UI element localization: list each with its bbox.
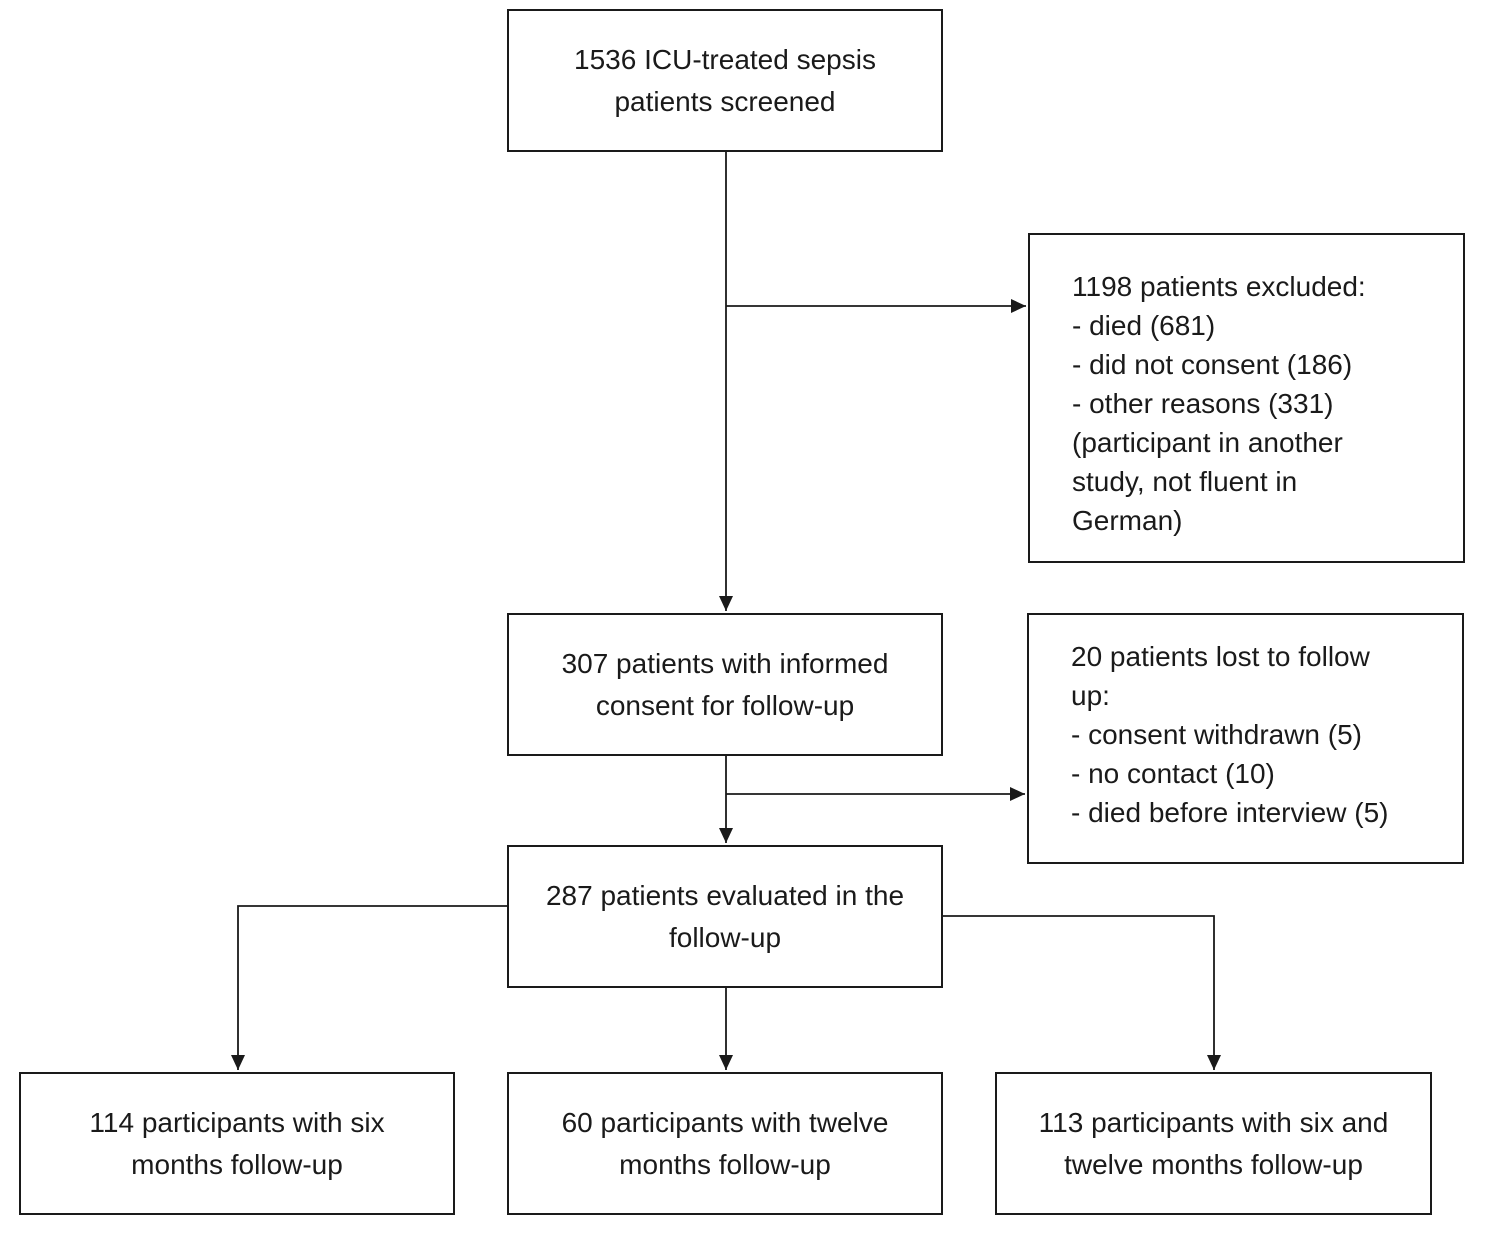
box-six-and-twelve-months: 113 participants with six and twelve mon…: [995, 1072, 1432, 1215]
box-text-line: months follow-up: [131, 1148, 343, 1180]
box-text-line: German): [1072, 505, 1183, 536]
box-text-line: - died before interview (5): [1071, 797, 1389, 828]
box-text-line: - did not consent (186): [1072, 349, 1353, 380]
box-text-line: months follow-up: [619, 1148, 831, 1180]
box-text-line: 114 participants with six: [89, 1106, 385, 1138]
box-text-line: up:: [1071, 680, 1110, 711]
box-text-line: 113 participants with six and: [1038, 1106, 1389, 1138]
box-patients-screened: 1536 ICU-treated sepsis patients screene…: [507, 9, 943, 152]
box-text-line: twelve months follow-up: [1064, 1148, 1363, 1180]
box-text-line: consent for follow-up: [595, 689, 855, 721]
box-text-line: (participant in another: [1072, 427, 1343, 458]
box-text-line: study, not fluent in: [1072, 466, 1298, 497]
box-lost-to-follow-up: 20 patients lost to follow up: - consent…: [1027, 613, 1464, 864]
box-text-line: 307 patients with informed: [561, 647, 889, 679]
box-text-line: - consent withdrawn (5): [1071, 719, 1363, 750]
box-twelve-months: 60 participants with twelve months follo…: [507, 1072, 943, 1215]
box-text-line: follow-up: [668, 921, 782, 953]
box-text-line: 1198 patients excluded:: [1072, 271, 1366, 302]
box-six-months: 114 participants with six months follow-…: [19, 1072, 455, 1215]
box-patients-excluded: 1198 patients excluded: - died (681) - d…: [1028, 233, 1465, 563]
box-text-line: - no contact (10): [1071, 758, 1275, 789]
arrow-evaluated-to-both: [943, 915, 1221, 1070]
box-informed-consent: 307 patients with informed consent for f…: [507, 613, 943, 756]
box-text-line: - other reasons (331): [1072, 388, 1334, 419]
box-text-line: 287 patients evaluated in the: [545, 879, 905, 911]
box-patients-evaluated: 287 patients evaluated in the follow-up: [507, 845, 943, 988]
box-text-line: 60 participants with twelve: [561, 1106, 889, 1138]
box-text-line: patients screened: [614, 85, 836, 117]
box-text-line: 1536 ICU-treated sepsis: [574, 43, 876, 75]
box-text-line: - died (681): [1072, 310, 1216, 341]
box-text-line: 20 patients lost to follow: [1071, 641, 1370, 672]
arrow-evaluated-to-six: [231, 905, 507, 1070]
